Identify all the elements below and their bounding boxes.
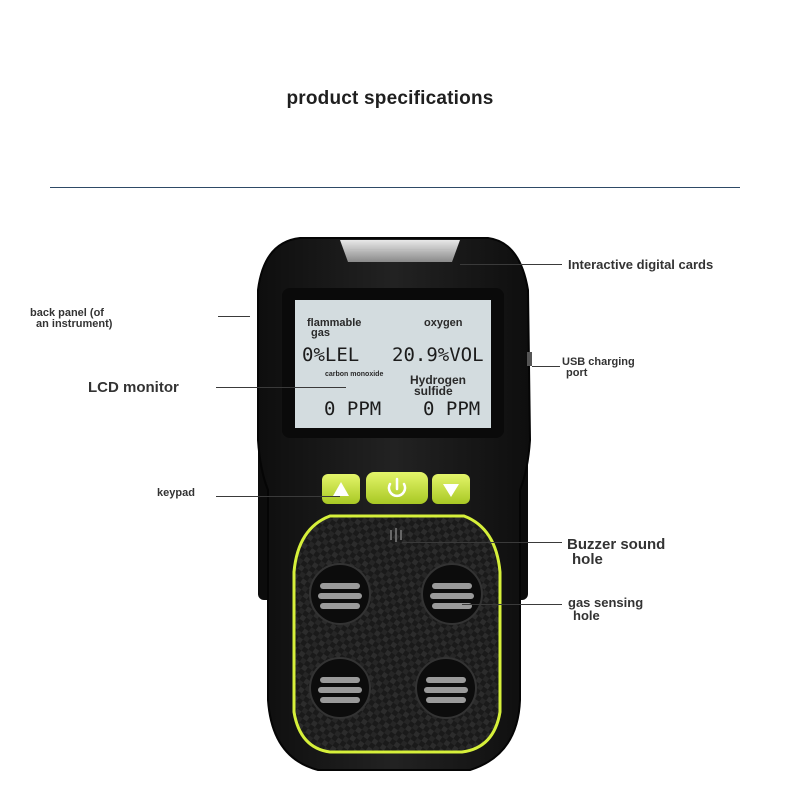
callout-buzzer: Buzzer sound hole bbox=[567, 536, 666, 568]
callout-usb-port: USB charging port bbox=[562, 356, 635, 379]
lcd-reading-lel: 0%LEL bbox=[302, 344, 360, 366]
leader-line bbox=[216, 496, 340, 497]
power-icon bbox=[387, 477, 407, 498]
leader-line bbox=[532, 366, 560, 367]
lcd-reading-o2: 20.9%VOL bbox=[392, 344, 484, 366]
leader-line bbox=[460, 264, 562, 265]
lcd-co-label: carbon monoxide bbox=[325, 371, 384, 378]
leader-line bbox=[402, 542, 562, 543]
leader-line bbox=[216, 387, 346, 388]
sensor-panel bbox=[292, 514, 502, 754]
gas-sensing-hole bbox=[415, 657, 477, 719]
buzzer-hole bbox=[390, 528, 402, 542]
gas-sensing-hole bbox=[421, 563, 483, 625]
leader-line bbox=[218, 316, 250, 317]
lcd-flammable-label: flammable gas bbox=[307, 317, 362, 340]
lcd-reading-h2s: 0 PPM bbox=[423, 398, 481, 420]
gas-sensing-hole bbox=[309, 563, 371, 625]
callout-back-panel: back panel (of an instrument) bbox=[30, 307, 113, 330]
lcd-screen bbox=[295, 300, 491, 428]
triangle-down-icon bbox=[443, 484, 459, 497]
leader-line bbox=[462, 604, 562, 605]
lcd-oxygen-label: oxygen bbox=[424, 317, 463, 329]
callout-interactive-cards: Interactive digital cards bbox=[568, 257, 714, 272]
callout-gas-sensing: gas sensing hole bbox=[568, 595, 644, 623]
title-divider bbox=[50, 187, 740, 188]
lcd-h2s-label: Hydrogen sulfide bbox=[410, 373, 467, 399]
callout-keypad: keypad bbox=[157, 487, 195, 499]
callout-lcd-monitor: LCD monitor bbox=[88, 379, 179, 396]
gas-sensing-hole bbox=[309, 657, 371, 719]
page-title: product specifications bbox=[286, 88, 494, 109]
usb-port bbox=[527, 352, 532, 366]
triangle-up-icon bbox=[333, 482, 349, 496]
lcd-reading-co: 0 PPM bbox=[324, 398, 382, 420]
